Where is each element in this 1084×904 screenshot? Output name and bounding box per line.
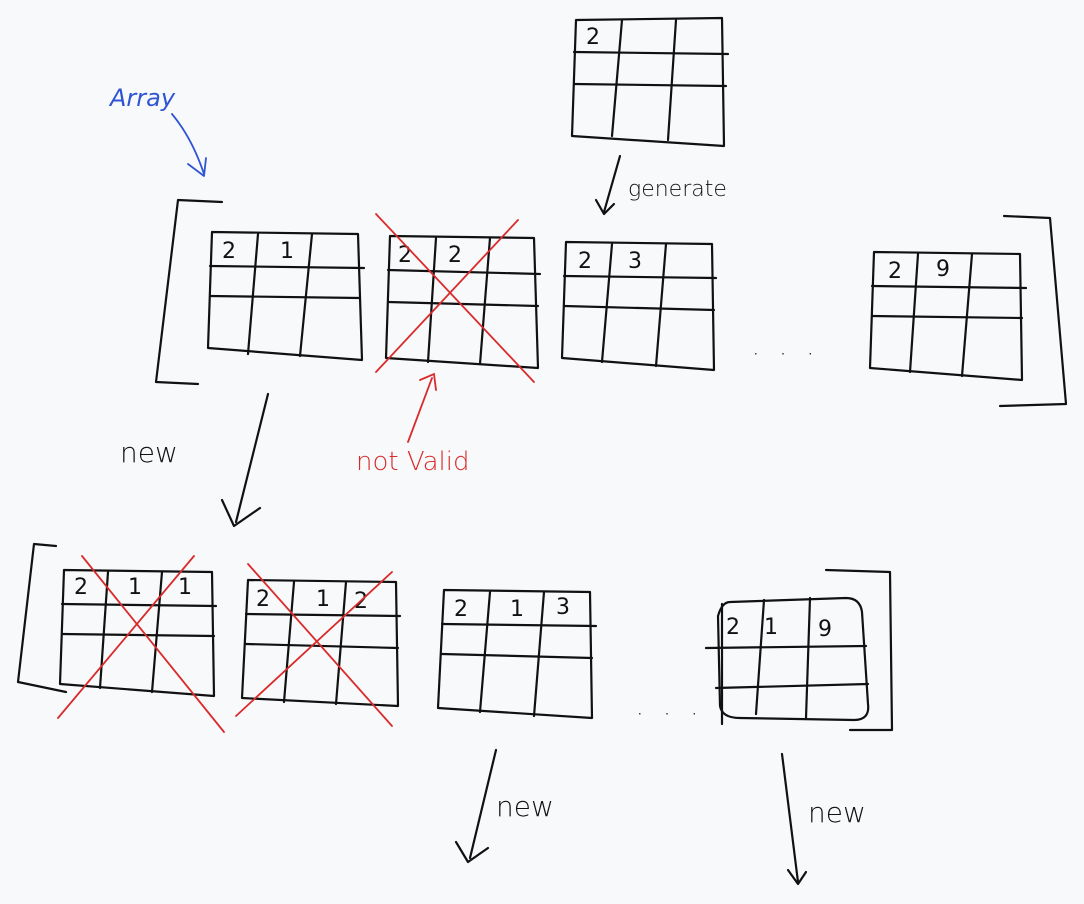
grid-row1-3: 2 3	[560, 240, 718, 372]
grid-row2-2: 2 1 2	[240, 578, 402, 708]
ellipsis-row1: · · ·	[752, 340, 820, 368]
grid-row1-4-cell-2: 9	[936, 257, 950, 282]
new-label-2: new	[496, 790, 554, 823]
grid-row1-3-cell-1: 2	[578, 249, 592, 274]
grid-row2-1-cell-3: 1	[178, 575, 192, 600]
grid-row2-2-cell-1: 2	[256, 587, 270, 612]
grid-row2-1: 2 1 1	[58, 568, 218, 698]
not-valid-label: not Valid	[356, 447, 470, 477]
generate-arrow	[594, 154, 622, 216]
array-bracket-right	[998, 214, 1068, 408]
grid-row1-1-cell-2: 1	[280, 239, 294, 264]
grid-row1-2-cell-1: 2	[398, 243, 412, 268]
grid-row2-4: 2 1 9	[704, 596, 870, 726]
generate-label: generate	[628, 177, 727, 202]
grid-row2-1-cell-1: 2	[74, 575, 88, 600]
grid-row2-3-cell-1: 2	[454, 597, 468, 622]
new-label-3: new	[808, 796, 866, 829]
grid-row2-4-cell-2: 1	[764, 615, 778, 640]
grid-row1-1-cell-1: 2	[222, 239, 236, 264]
array-label: Array	[108, 84, 176, 112]
grid-top: 2	[570, 16, 730, 148]
grid-row2-3-cell-2: 1	[510, 597, 524, 622]
grid-row1-4-cell-1: 2	[888, 259, 902, 284]
ellipsis-row2: · · ·	[636, 700, 704, 728]
grid-row2-3: 2 1 3	[436, 588, 598, 720]
grid-outline	[570, 16, 726, 148]
grid-row2-4-cell-1: 2	[726, 615, 740, 640]
grid-row1-1: 2 1	[206, 230, 366, 362]
array-bracket-left	[154, 198, 224, 386]
array-arrow	[171, 113, 207, 177]
invalid-cross	[375, 213, 535, 383]
new-arrow-3	[780, 752, 808, 886]
array-bracket-left-row2	[16, 542, 68, 694]
grid-row1-2: 2 2	[384, 234, 542, 370]
grid-row1-3-cell-2: 3	[628, 249, 642, 274]
grid-row1-4: 2 9	[868, 250, 1028, 382]
new-arrow-1	[220, 392, 270, 528]
not-valid-arrow	[407, 372, 437, 443]
invalid-cross-row2-2	[235, 563, 393, 727]
new-arrow-2	[454, 748, 498, 864]
grid-row2-1-cell-2: 1	[128, 575, 142, 600]
invalid-cross-row2-1	[57, 555, 225, 733]
new-label-1: new	[120, 436, 178, 469]
grid-row2-2-cell-2: 1	[316, 587, 330, 612]
grid-top-cell-1: 2	[586, 25, 600, 50]
grid-row1-2-cell-2: 2	[448, 243, 462, 268]
grid-row2-4-cell-3: 9	[818, 617, 832, 642]
array-bracket-right-row2	[824, 568, 894, 732]
grid-row2-3-cell-3: 3	[556, 595, 570, 620]
